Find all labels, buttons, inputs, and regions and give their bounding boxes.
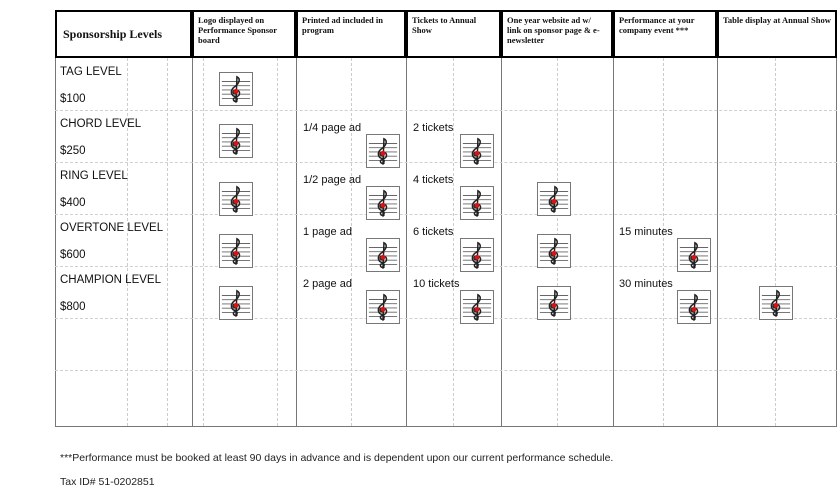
- header-logo-board: Logo displayed on Performance Sponsor bo…: [192, 10, 296, 58]
- level-name: RING LEVEL: [60, 170, 128, 182]
- treble-clef-icon: [460, 134, 494, 168]
- treble-clef-icon: [219, 72, 253, 106]
- performance-duration-text: 15 minutes: [619, 226, 673, 238]
- table-header: Sponsorship Levels Logo displayed on Per…: [55, 10, 837, 58]
- treble-clef-icon: [460, 186, 494, 220]
- treble-clef-icon: [759, 286, 793, 320]
- level-price: $800: [60, 301, 86, 313]
- tax-id: Tax ID# 51-0202851: [60, 476, 155, 488]
- treble-clef-icon: [677, 238, 711, 272]
- ad-size-text: 1/4 page ad: [303, 122, 362, 134]
- ad-size-text: 2 page ad: [303, 278, 352, 290]
- treble-clef-icon: [219, 286, 253, 320]
- performance-footnote: ***Performance must be booked at least 9…: [60, 452, 614, 464]
- header-table-display: Table display at Annual Show: [717, 10, 837, 58]
- level-name: OVERTONE LEVEL: [60, 222, 164, 234]
- header-performance: Performance at your company event ***: [613, 10, 717, 58]
- header-printed-ad: Printed ad included in program: [296, 10, 406, 58]
- ad-size-text: 1/2 page ad: [303, 174, 362, 186]
- ad-size-text: 1 page ad: [303, 226, 352, 238]
- treble-clef-icon: [537, 286, 571, 320]
- tickets-text: 2 tickets: [413, 122, 454, 134]
- tickets-text: 4 tickets: [413, 174, 454, 186]
- level-name: CHAMPION LEVEL: [60, 274, 161, 286]
- table-body: TAG LEVEL $100 CHORD LEVEL $250 RING LEV…: [55, 58, 837, 427]
- tickets-text: 10 tickets: [413, 278, 460, 290]
- level-name: TAG LEVEL: [60, 66, 122, 78]
- treble-clef-icon: [366, 238, 400, 272]
- treble-clef-icon: [366, 186, 400, 220]
- tickets-text: 6 tickets: [413, 226, 454, 238]
- header-sponsorship-levels: Sponsorship Levels: [55, 10, 192, 58]
- treble-clef-icon: [366, 290, 400, 324]
- treble-clef-icon: [219, 182, 253, 216]
- treble-clef-icon: [219, 124, 253, 158]
- treble-clef-icon: [537, 182, 571, 216]
- header-tickets: Tickets to Annual Show: [406, 10, 501, 58]
- header-website-ad: One year website ad w/ link on sponsor p…: [501, 10, 613, 58]
- treble-clef-icon: [677, 290, 711, 324]
- treble-clef-icon: [460, 238, 494, 272]
- treble-clef-icon: [537, 234, 571, 268]
- treble-clef-icon: [460, 290, 494, 324]
- performance-duration-text: 30 minutes: [619, 278, 673, 290]
- level-price: $400: [60, 197, 86, 209]
- level-price: $600: [60, 249, 86, 261]
- level-price: $100: [60, 93, 86, 105]
- treble-clef-icon: [366, 134, 400, 168]
- level-price: $250: [60, 145, 86, 157]
- level-name: CHORD LEVEL: [60, 118, 142, 130]
- treble-clef-icon: [219, 234, 253, 268]
